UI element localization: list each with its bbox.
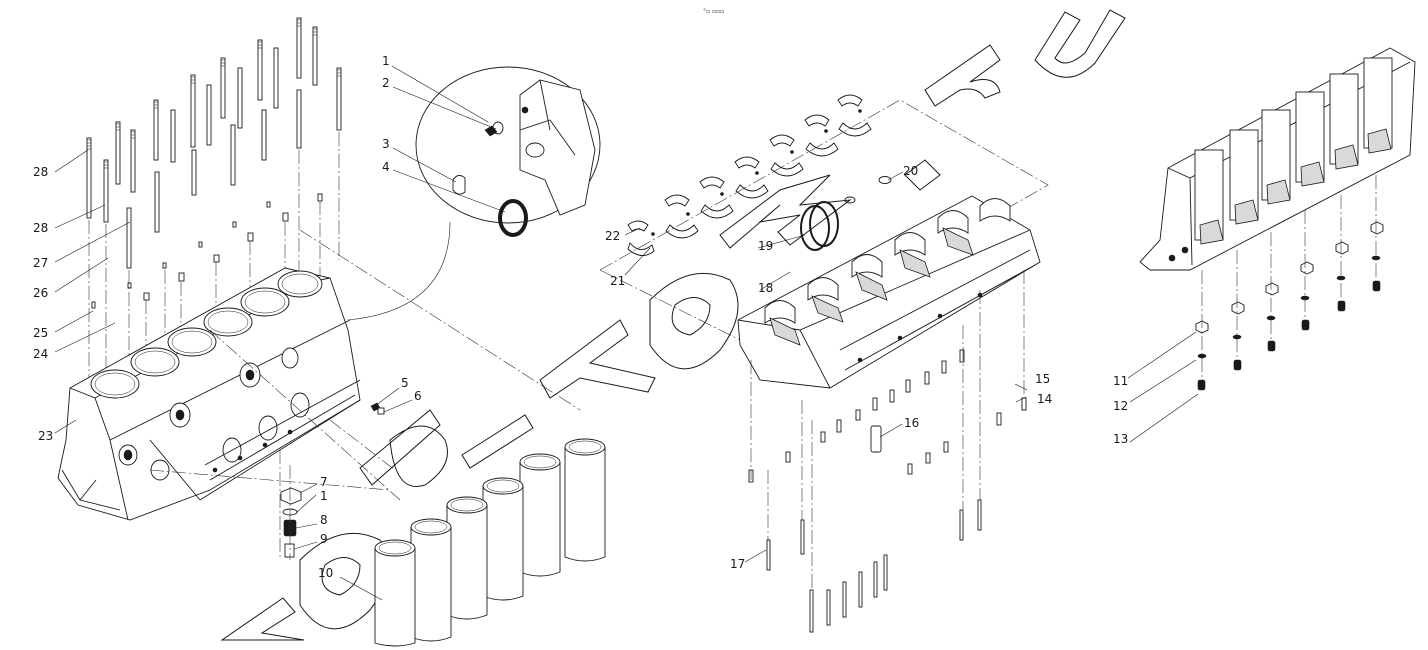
crankcase-bolts: [748, 270, 1027, 633]
watermark-outline: [220, 9, 1126, 641]
callout-1-lower: 1: [320, 489, 328, 503]
bearing-cap-bolts-right: [1195, 175, 1384, 391]
callout-22: 22: [605, 229, 620, 243]
crankcase-right: [1139, 47, 1416, 271]
callout-16: 16: [904, 416, 919, 430]
valve-stack-7-8-9: [279, 450, 302, 560]
callout-17: 17: [730, 557, 745, 571]
callout-1: 1: [382, 54, 390, 68]
liner-assembly-lines: [149, 229, 581, 501]
callout-4: 4: [382, 160, 390, 174]
callout-15: 15: [1035, 372, 1050, 386]
callout-28-lower: 28: [33, 221, 48, 235]
bearing-assembly-frame: [599, 99, 1049, 351]
callout-8: 8: [320, 513, 328, 527]
callout-10: 10: [318, 566, 333, 580]
callout-23: 23: [38, 429, 53, 443]
callout-26: 26: [33, 286, 48, 300]
callout-25: 25: [33, 326, 48, 340]
callout-leaders: [54, 65, 1199, 601]
callout-2: 2: [382, 76, 390, 90]
callout-19: 19: [758, 239, 773, 253]
cylinder-liners: [374, 438, 606, 647]
callout-14: 14: [1037, 392, 1052, 406]
bearing-shell-holes: [651, 109, 862, 236]
top-mark: °▫ ▫▫▫: [703, 8, 724, 15]
crankcase-center: [737, 195, 1041, 389]
callout-18: 18: [758, 281, 773, 295]
callout-7: 7: [320, 475, 328, 489]
callout-28-upper: 28: [33, 165, 48, 179]
callout-9: 9: [320, 532, 328, 546]
callout-20: 20: [903, 164, 918, 178]
callout-3: 3: [382, 137, 390, 151]
callout-24: 24: [33, 347, 48, 361]
callout-5: 5: [401, 376, 409, 390]
stud-centre-lines: [88, 132, 340, 400]
cylinder-head-studs: [86, 17, 342, 309]
main-bearing-shells: [627, 94, 872, 256]
callout-12: 12: [1113, 399, 1128, 413]
thrust-washers: [800, 176, 892, 251]
callout-labels: 1 2 3 4 5 6 7 1 8 9 10 11 12 13 14 15 16…: [33, 54, 1128, 580]
callout-27: 27: [33, 256, 48, 270]
cylinder-block-left: [57, 267, 361, 521]
callout-6: 6: [414, 389, 422, 403]
callout-11: 11: [1113, 374, 1128, 388]
detail-magnifier: [347, 66, 601, 321]
plug-5-6: [370, 402, 385, 415]
callout-21: 21: [610, 274, 625, 288]
callout-13: 13: [1113, 432, 1128, 446]
